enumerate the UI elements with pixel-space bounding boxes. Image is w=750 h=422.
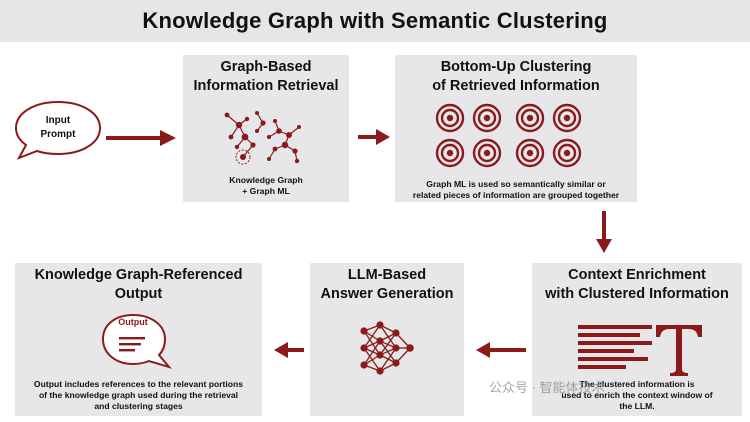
input-prompt-line2: Prompt — [40, 129, 76, 140]
output-caption-line3: and clustering stages — [94, 401, 183, 411]
answer-generation-box: LLM-Based Answer Generation — [310, 263, 464, 416]
output-box: Knowledge Graph-Referenced Output Output… — [15, 263, 262, 416]
arrow-right-icon — [358, 129, 390, 145]
context-enrichment-caption: The clustered information is used to enr… — [532, 379, 742, 412]
graph-retrieval-caption: Knowledge Graph + Graph ML — [183, 175, 349, 197]
output-title-line1: Knowledge Graph-Referenced — [34, 267, 243, 283]
graph-retrieval-box: Graph-Based Information Retrieval — [183, 55, 349, 202]
input-prompt-line1: Input — [45, 115, 71, 126]
graph-retrieval-title-line1: Graph-Based — [220, 59, 312, 75]
output-title-line2: Output — [114, 286, 163, 302]
speech-bubble-icon — [14, 100, 102, 160]
output-title: Knowledge Graph-Referenced Output — [15, 266, 262, 304]
target-icon — [472, 103, 502, 133]
page-title: Knowledge Graph with Semantic Clustering — [142, 8, 608, 33]
arrow-right-icon — [106, 130, 176, 146]
context-enrichment-title: Context Enrichment with Clustered Inform… — [532, 266, 742, 304]
output-bubble-icon — [101, 313, 172, 369]
clustering-title-line2: of Retrieved Information — [432, 78, 600, 94]
context-enrichment-caption-line3: the LLM. — [619, 401, 655, 411]
arrow-left-icon — [476, 342, 526, 358]
target-icon — [552, 138, 582, 168]
clustering-box: Bottom-Up Clustering of Retrieved Inform… — [395, 55, 637, 202]
answer-generation-title-line1: LLM-Based — [347, 267, 427, 283]
clustering-title-line1: Bottom-Up Clustering — [440, 59, 592, 75]
clustering-caption-line2: related pieces of information are groupe… — [412, 190, 620, 200]
context-enrichment-caption-line2: used to enrich the context window of — [561, 390, 713, 400]
output-icon-label: Output — [118, 317, 148, 327]
output-caption: Output includes references to the releva… — [15, 379, 262, 412]
target-icon — [472, 138, 502, 168]
graph-retrieval-caption-line1: Knowledge Graph — [229, 175, 303, 185]
context-enrichment-title-line1: Context Enrichment — [568, 267, 706, 283]
knowledge-graph-icon — [224, 111, 301, 165]
output-caption-line1: Output includes references to the releva… — [33, 379, 244, 389]
context-enrichment-caption-line1: The clustered information is — [579, 379, 695, 389]
watermark: 公众号 · 智能体技术 — [489, 380, 605, 395]
target-icon — [515, 103, 545, 133]
target-icon — [552, 103, 582, 133]
answer-generation-title-line2: Answer Generation — [320, 286, 454, 302]
input-prompt-label: Input Prompt — [30, 114, 86, 142]
clustering-title: Bottom-Up Clustering of Retrieved Inform… — [395, 58, 637, 96]
target-icon — [515, 138, 545, 168]
clustering-caption: Graph ML is used so semantically similar… — [395, 179, 637, 201]
arrow-left-icon — [274, 342, 304, 358]
graph-retrieval-title-line2: Information Retrieval — [193, 78, 339, 94]
target-icon — [435, 138, 465, 168]
target-icon — [435, 103, 465, 133]
graph-retrieval-title: Graph-Based Information Retrieval — [183, 58, 349, 96]
context-enrichment-box: Context Enrichment with Clustered Inform… — [532, 263, 742, 416]
clustering-caption-line1: Graph ML is used so semantically similar… — [426, 179, 606, 189]
context-enrichment-title-line2: with Clustered Information — [545, 286, 729, 302]
arrow-down-icon — [596, 211, 612, 253]
output-caption-line2: of the knowledge graph used during the r… — [38, 390, 239, 400]
graph-retrieval-caption-line2: + Graph ML — [242, 186, 290, 196]
text-enrichment-icon — [578, 325, 702, 376]
answer-generation-title: LLM-Based Answer Generation — [310, 266, 464, 304]
neural-network-icon — [360, 321, 414, 375]
title-bar: Knowledge Graph with Semantic Clustering — [0, 0, 750, 42]
